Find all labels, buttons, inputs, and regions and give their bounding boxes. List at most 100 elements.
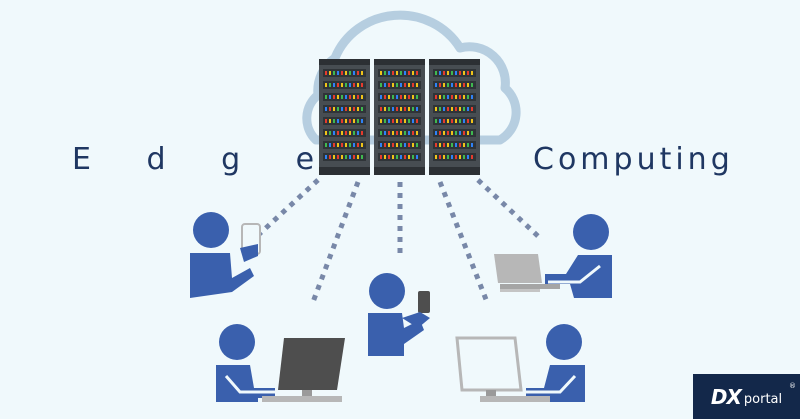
rack-led	[384, 119, 386, 123]
rack-led	[471, 119, 473, 123]
rack-led	[384, 107, 386, 111]
rack-led	[412, 131, 414, 135]
rack-led	[396, 119, 398, 123]
cloud-icon	[302, 10, 521, 145]
rack-led	[396, 131, 398, 135]
rack-slot	[433, 93, 476, 101]
rack-slot	[323, 93, 366, 101]
rack-led	[439, 131, 441, 135]
rack-led	[463, 107, 465, 111]
connection-line-tablet-user	[253, 178, 320, 240]
rack-led	[467, 119, 469, 123]
rack-led	[412, 143, 414, 147]
person-at-laptop	[494, 214, 612, 298]
rack-led	[455, 155, 457, 159]
rack-led	[463, 143, 465, 147]
rack-led	[439, 107, 441, 111]
rack-led	[380, 83, 382, 87]
rack-led	[443, 107, 445, 111]
rack-base	[374, 167, 425, 175]
rack-led	[388, 155, 390, 159]
rack-led	[349, 71, 351, 75]
rack-led	[408, 95, 410, 99]
rack-top-cap	[319, 59, 370, 65]
rack-slot	[323, 153, 366, 161]
rack-led	[455, 107, 457, 111]
rack-led	[455, 131, 457, 135]
rack-slot	[323, 117, 366, 125]
rack-led	[345, 83, 347, 87]
rack-led	[408, 71, 410, 75]
rack-led	[451, 119, 453, 123]
rack-led	[447, 107, 449, 111]
rack-led	[412, 83, 414, 87]
rack-led	[325, 95, 327, 99]
rack-led	[451, 155, 453, 159]
rack-led	[416, 143, 418, 147]
rack-led	[451, 107, 453, 111]
rack-led	[404, 95, 406, 99]
rack-led	[337, 107, 339, 111]
rack-led	[361, 119, 363, 123]
rack-led	[325, 119, 327, 123]
rack-led	[439, 71, 441, 75]
rack-led	[416, 119, 418, 123]
rack-led	[380, 95, 382, 99]
rack-led	[380, 131, 382, 135]
rack-led	[443, 143, 445, 147]
rack-led	[357, 143, 359, 147]
rack-led	[349, 107, 351, 111]
rack-led	[380, 107, 382, 111]
rack-led	[384, 131, 386, 135]
rack-slot	[378, 105, 421, 113]
connection-line-desktop-left	[310, 181, 361, 303]
rack-led	[396, 83, 398, 87]
rack-led	[455, 83, 457, 87]
rack-led	[451, 71, 453, 75]
rack-led	[408, 155, 410, 159]
rack-led	[380, 155, 382, 159]
rack-slot	[433, 105, 476, 113]
rack-led	[392, 143, 394, 147]
person-with-phone	[368, 273, 430, 356]
rack-led	[349, 143, 351, 147]
rack-led	[329, 131, 331, 135]
rack-led	[361, 131, 363, 135]
rack-led	[361, 95, 363, 99]
rack-led	[345, 155, 347, 159]
rack-led	[337, 119, 339, 123]
rack-led	[388, 83, 390, 87]
rack-led	[325, 107, 327, 111]
rack-led	[392, 119, 394, 123]
rack-led	[337, 83, 339, 87]
rack-led	[357, 71, 359, 75]
rack-led	[357, 83, 359, 87]
rack-led	[400, 83, 402, 87]
rack-led	[337, 155, 339, 159]
rack-led	[471, 95, 473, 99]
rack-slot	[378, 153, 421, 161]
rack-led	[416, 71, 418, 75]
rack-led	[412, 119, 414, 123]
rack-led	[459, 119, 461, 123]
rack-led	[353, 107, 355, 111]
rack-led	[333, 143, 335, 147]
rack-led	[353, 155, 355, 159]
rack-led	[333, 107, 335, 111]
rack-led	[435, 83, 437, 87]
rack-led	[435, 119, 437, 123]
rack-led	[329, 143, 331, 147]
rack-led	[451, 143, 453, 147]
rack-led	[396, 107, 398, 111]
rack-led	[404, 83, 406, 87]
rack-led	[408, 119, 410, 123]
rack-led	[384, 95, 386, 99]
rack-led	[412, 71, 414, 75]
rack-slot	[433, 153, 476, 161]
rack-led	[439, 95, 441, 99]
rack-led	[333, 119, 335, 123]
person-icon	[219, 324, 255, 360]
server-rack-icon	[374, 59, 425, 175]
person-icon	[193, 212, 229, 248]
title-right: Computing	[533, 142, 734, 177]
